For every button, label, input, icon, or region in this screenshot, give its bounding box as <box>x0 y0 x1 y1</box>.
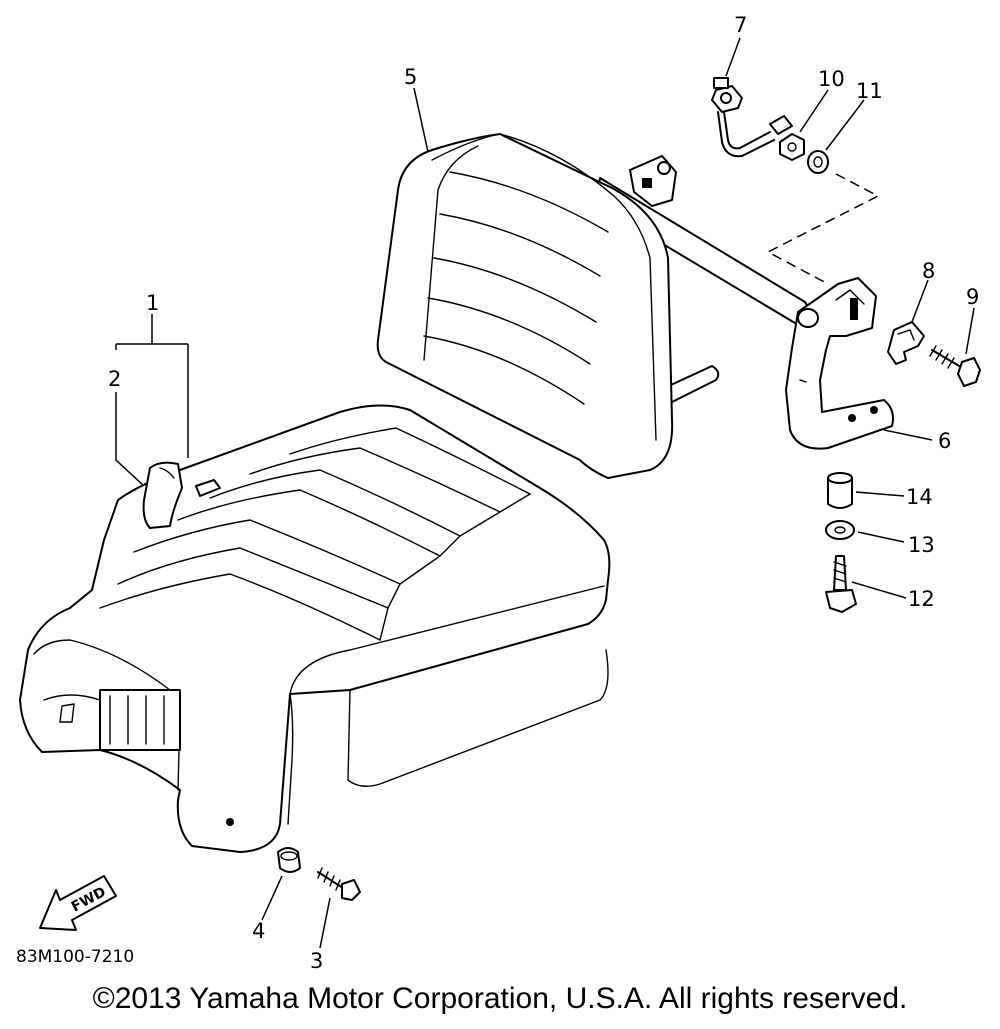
seat-backrest[interactable] <box>376 133 810 479</box>
clip[interactable] <box>887 321 925 365</box>
collar[interactable] <box>827 472 853 509</box>
seat-stay[interactable] <box>785 277 894 450</box>
washer[interactable] <box>807 150 829 174</box>
callout-14: 14 <box>906 485 933 509</box>
callout-6: 6 <box>938 429 951 453</box>
leader-lines <box>115 37 975 949</box>
callout-5: 5 <box>404 65 417 89</box>
lock-lever[interactable] <box>711 77 793 158</box>
callout-3: 3 <box>310 949 323 973</box>
drawing-number: 83M100-7210 <box>16 947 134 967</box>
hinge-bracket-upper[interactable] <box>629 155 677 207</box>
bolt-12[interactable] <box>825 555 857 613</box>
bolt-9[interactable] <box>929 345 981 387</box>
callout-7: 7 <box>734 13 747 37</box>
callout-12: 12 <box>908 587 935 611</box>
callout-2: 2 <box>108 367 121 391</box>
callout-9: 9 <box>966 285 979 309</box>
callout-1: 1 <box>146 291 159 315</box>
callout-13: 13 <box>908 533 935 557</box>
callout-4: 4 <box>252 919 265 943</box>
callout-10: 10 <box>818 67 845 91</box>
callout-8: 8 <box>922 259 935 283</box>
seat-grab-strap[interactable] <box>142 461 183 529</box>
screw[interactable] <box>317 867 361 901</box>
round-washer[interactable] <box>277 847 301 873</box>
plate-washer[interactable] <box>825 520 855 540</box>
seat-cushion[interactable] <box>19 404 611 853</box>
callout-11: 11 <box>856 79 883 103</box>
fwd-arrow-icon: FWD <box>39 875 117 931</box>
nut[interactable] <box>779 133 805 161</box>
copyright-notice: ©2013 Yamaha Motor Corporation, U.S.A. A… <box>92 982 908 1015</box>
